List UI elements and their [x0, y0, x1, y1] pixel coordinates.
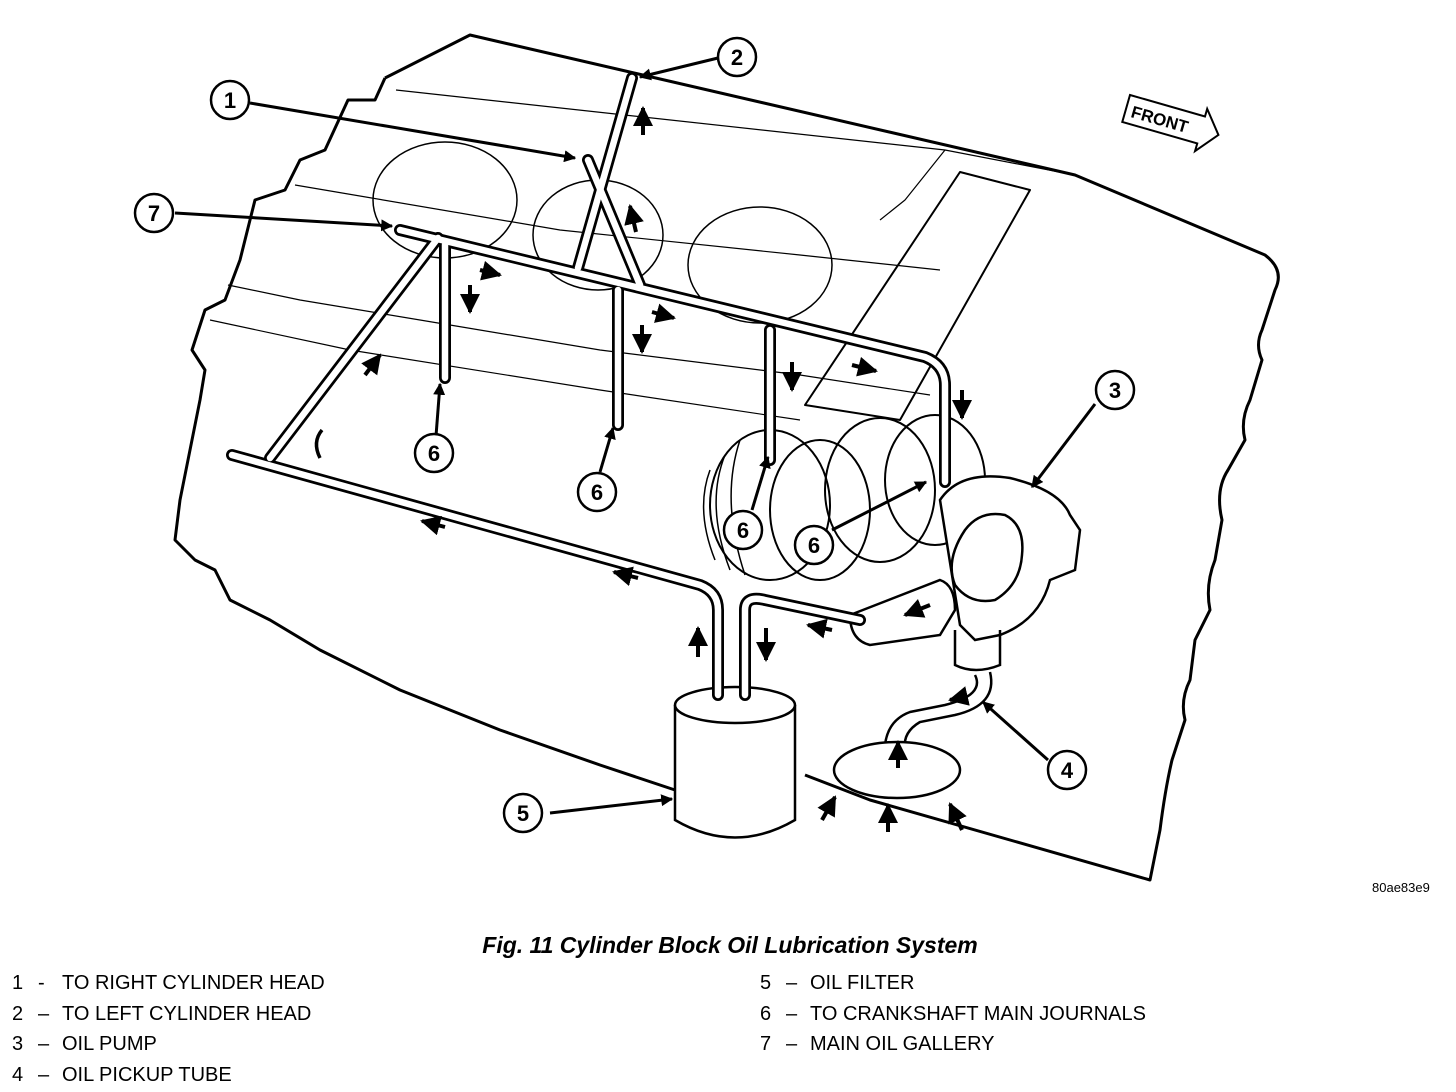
- callout-2: 2: [716, 36, 758, 78]
- svg-text:1: 1: [224, 88, 236, 113]
- engine-block-outline: [173, 33, 1280, 882]
- callout-6d: 6: [793, 524, 835, 566]
- legend-left: 1-TO RIGHT CYLINDER HEAD 2–TO LEFT CYLIN…: [12, 968, 325, 1090]
- figure-caption: Fig. 11 Cylinder Block Oil Lubrication S…: [482, 932, 978, 958]
- callout-leaders: [174, 56, 1097, 815]
- callouts: 1 2 3 4 5 6 6 6: [133, 36, 1136, 834]
- svg-text:6: 6: [591, 480, 603, 505]
- svg-text:6: 6: [737, 518, 749, 543]
- image-code: 80ae83e9: [1372, 880, 1430, 895]
- legend-item: 2–TO LEFT CYLINDER HEAD: [12, 1002, 312, 1025]
- callout-6c: 6: [722, 509, 764, 551]
- front-arrow-icon: FRONT: [1121, 93, 1220, 154]
- oil-gallery-tubes: [226, 72, 951, 701]
- legend-right: 5–OIL FILTER 6–TO CRANKSHAFT MAIN JOURNA…: [760, 968, 1146, 1060]
- legend-item: 4–OIL PICKUP TUBE: [12, 1063, 232, 1086]
- oil-filter: [673, 685, 797, 839]
- callout-6b: 6: [576, 471, 618, 513]
- svg-text:4: 4: [1061, 758, 1074, 783]
- oil-pickup-tube: [832, 671, 993, 800]
- legend-item: 5–OIL FILTER: [760, 972, 915, 994]
- svg-text:6: 6: [808, 533, 820, 558]
- legend-item: 7–MAIN OIL GALLERY: [760, 1033, 995, 1055]
- svg-text:2: 2: [731, 45, 743, 70]
- callout-1: 1: [209, 79, 251, 121]
- callout-3: 3: [1094, 369, 1136, 411]
- return-flow-mark: [314, 428, 324, 459]
- callout-4: 4: [1046, 749, 1088, 791]
- callout-6a: 6: [413, 432, 455, 474]
- legend-item: 1-TO RIGHT CYLINDER HEAD: [12, 972, 325, 994]
- callout-7: 7: [133, 192, 175, 234]
- oil-flow-arrows: [361, 106, 972, 832]
- svg-text:3: 3: [1109, 378, 1121, 403]
- svg-text:5: 5: [517, 801, 529, 826]
- oil-pump: [848, 475, 1082, 672]
- legend-item: 6–TO CRANKSHAFT MAIN JOURNALS: [760, 1002, 1146, 1025]
- callout-5: 5: [502, 792, 544, 834]
- legend-item: 3–OIL PUMP: [12, 1033, 157, 1055]
- svg-text:7: 7: [148, 201, 160, 226]
- svg-text:6: 6: [428, 441, 440, 466]
